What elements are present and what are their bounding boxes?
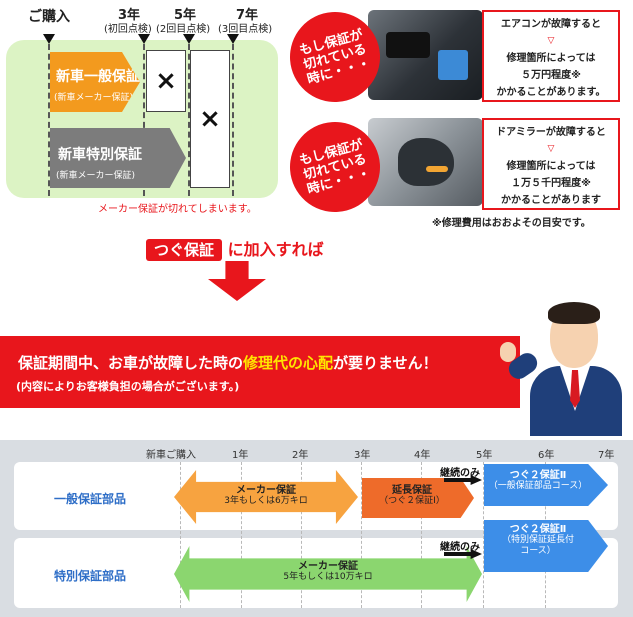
tsugu2-special-sub2: コース） [520,546,556,556]
year-7-dashed-line [232,44,234,196]
special-continue-label: 継続のみ [440,542,480,553]
year-3-sub: (初回点検) [104,24,152,35]
aircon-photo [368,10,483,100]
divider-3 [361,462,362,608]
door-mirror-photo [368,118,483,206]
banner-main-a: 保証期間中、お車が故障した時の [18,354,244,372]
general-parts-label: 一般保証部品 [54,492,127,506]
tsugu2-special-text: つぐ２保証Ⅱ （特別保証延長付 コース） [484,524,592,557]
year-label-7: 7年 [598,450,615,461]
year-5-marker [183,34,195,44]
mirror-cost-box: ドアミラーが故障すると ▽ 修理箇所によっては １万５千円程度※ かかることがあ… [482,118,620,210]
extended-sub: （つぐ２保証Ⅰ） [379,496,445,506]
year-label-3: 3年 [354,450,371,461]
dashboard-screen-icon [438,50,468,80]
banner-subtext: (内容によりお客様負担の場合がございます。) [16,380,240,393]
year-label-6: 6年 [538,450,555,461]
special-continue-arrow-icon [444,549,482,559]
pointing-hand-icon [500,342,516,362]
tsugu2-special-title: つぐ２保証Ⅱ [509,524,567,535]
tsugu2-special-arrow [484,520,608,572]
general-expired-box: × [146,50,186,112]
banner-headline: 保証期間中、お車が故障した時の修理代の心配が要りません！ [18,352,438,373]
general-continue-arrow-icon [444,475,482,485]
aircon-line-3: 修理箇所によっては [506,53,596,64]
divider-1 [241,462,242,608]
year-label-2: 2年 [292,450,309,461]
mirror-line-3: 修理箇所によっては [506,161,596,172]
tsugu2-general-text: つぐ２保証Ⅱ （一般保証部品コース） [484,470,592,492]
purchase-label: ご購入 [28,9,70,25]
general-warranty-title: 新車一般保証 [56,69,140,85]
mirror-arrow-icon: ▽ [547,144,555,154]
year-label-0: 新車ご購入 [146,450,196,461]
divider-4 [421,462,422,608]
turn-signal-icon [426,166,448,172]
year-5-label: 5年 [174,8,197,23]
year-3-marker [138,34,150,44]
year-label-4: 4年 [414,450,431,461]
special-maker-title: メーカー保証 [298,561,358,572]
divider-5 [483,462,484,608]
mirror-line-4: １万５千円程度※ [511,178,591,189]
mirror-line-1: ドアミラーが故障すると [496,127,606,138]
year-5-dashed-line [188,44,190,196]
join-text: つぐ保証 に加入すれば [146,236,324,261]
extended-warranty-arrow [362,478,474,518]
special-warranty-sub: (新車メーカー保証) [56,171,136,181]
general-warranty-arrow: 新車一般保証 (新車メーカー保証) [50,52,140,112]
businessman-illustration [500,296,630,436]
tsugu2-general-arrow [484,464,608,506]
special-warranty-title: 新車特別保証 [58,147,142,163]
year-3-dashed-line [143,44,145,196]
tsugu2-general-sub: （一般保証部品コース） [488,481,588,491]
benefit-banner: 保証期間中、お車が故障した時の修理代の心配が要りません！ (内容によりお客様負担… [0,336,520,408]
extended-warranty-text: 延長保証 （つぐ２保証Ⅰ） [362,485,462,507]
aircon-line-4: ５万円程度※ [521,70,581,81]
year-5-sub: (2回目点検) [156,24,211,35]
tsugu2-general-title: つぐ２保証Ⅱ [509,470,567,481]
special-maker-sub: 5年もしくは10万キロ [283,572,373,582]
year-label-1: 1年 [232,450,249,461]
special-warranty-arrow: 新車特別保証 (新車メーカー保証) [50,128,186,188]
general-maker-sub: 3年もしくは6万キロ [224,496,308,506]
purchase-marker [43,34,55,44]
purchase-dashed-line [48,44,50,196]
aircon-arrow-icon: ▽ [547,36,555,46]
expired-note: メーカー保証が切れてしまいます。 [98,204,257,215]
aircon-vent-icon [386,32,430,58]
year-7-marker [227,34,239,44]
year-3-label: 3年 [118,8,141,23]
divider-2 [301,462,302,608]
aircon-line-1: エアコンが故障すると [501,19,601,30]
cost-note: ※修理費用はおおよその目安です。 [432,218,591,229]
general-maker-warranty-text: メーカー保証 3年もしくは6万キロ [174,485,358,507]
year-label-5: 5年 [476,450,493,461]
general-maker-title: メーカー保証 [236,485,296,496]
door-mirror-icon [398,138,454,186]
aircon-cost-box: エアコンが故障すると ▽ 修理箇所によっては ５万円程度※ かかることがあります… [482,10,620,102]
special-parts-label: 特別保証部品 [54,569,127,583]
general-warranty-sub: (新車メーカー保証) [54,93,134,103]
year-7-sub: (3回目点検) [218,24,273,35]
mirror-line-5: かかることがあります [501,195,601,206]
join-suffix: に加入すれば [227,240,324,259]
extended-title: 延長保証 [392,485,432,496]
general-continue-label: 継続のみ [440,468,480,479]
divider-0 [180,462,181,608]
banner-highlight: 修理代の心配 [243,354,334,372]
special-expired-box: × [190,50,230,188]
year-7-label: 7年 [236,8,259,23]
tsugu-product-badge: つぐ保証 [146,239,223,261]
tie-icon [570,370,580,408]
aircon-line-5: かかることがあります。 [496,87,606,98]
tsugu2-special-sub: （特別保証延長付 [501,535,574,545]
down-arrow-icon [208,261,266,301]
banner-main-b: が要りません！ [333,354,438,372]
special-maker-warranty-text: メーカー保証 5年もしくは10万キロ [174,561,482,583]
hair-icon [548,302,600,324]
